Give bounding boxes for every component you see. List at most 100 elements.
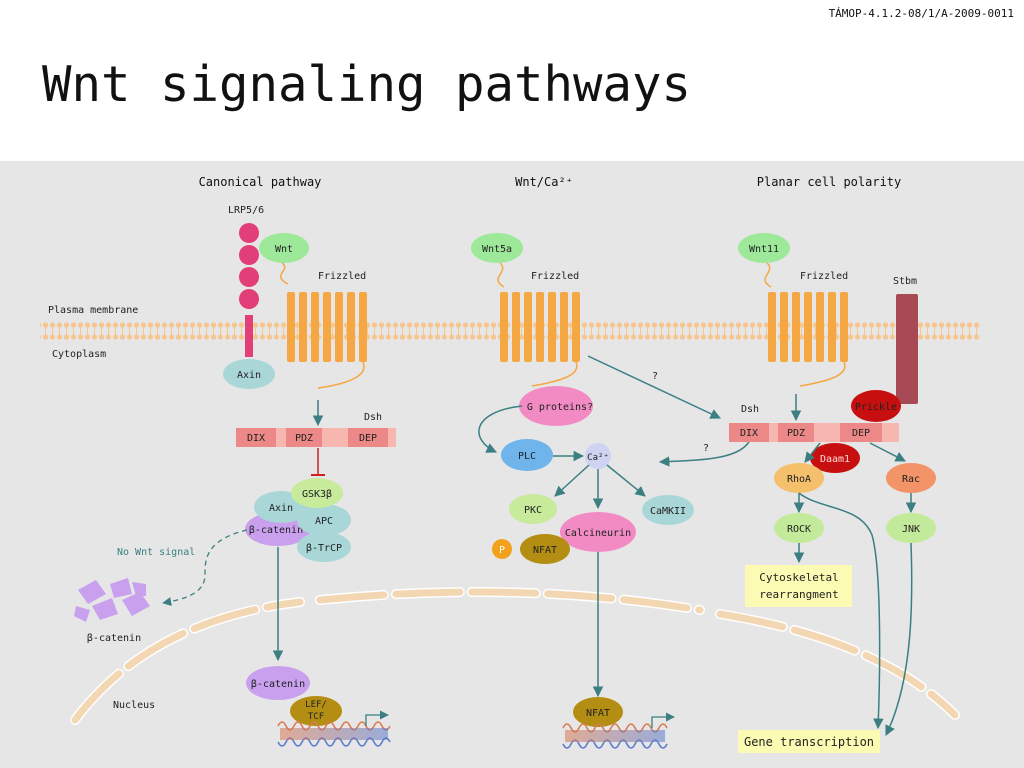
nfat-phosphorylated (520, 534, 570, 564)
frizzled-label-wntca: Frizzled (531, 271, 579, 282)
frizzled-receptor-wntca (500, 292, 580, 362)
lef-label: LEF/ (305, 700, 327, 710)
wnt5a-ligand (471, 233, 523, 263)
wnt-ligand (259, 233, 309, 263)
cytoskeletal-label-1: Cytoskeletal (759, 571, 838, 584)
gsk3b-protein (291, 478, 343, 508)
arrow-jnk-gene (885, 542, 913, 736)
daam1-protein (810, 443, 860, 473)
rac-label: Rac (902, 474, 920, 485)
arrow-gprotein-plc (478, 405, 523, 453)
phosphate-group (492, 539, 512, 559)
plc-label: PLC (518, 451, 536, 462)
heading-wnt-ca: Wnt/Ca²⁺ (515, 175, 573, 189)
rock-label: ROCK (787, 524, 811, 535)
arrow-dsh-rac (869, 442, 906, 462)
prickle-protein (851, 390, 901, 422)
btrcp-label: β-TrCP (306, 543, 342, 554)
dsh-protein-canonical (236, 428, 396, 447)
axin-complex-label: Axin (269, 503, 293, 514)
frizzled-label-pcp: Frizzled (800, 271, 848, 282)
nfat-label: NFAT (533, 545, 557, 556)
arrow-ca-pkc (554, 464, 590, 497)
daam1-label: Daam1 (820, 454, 850, 465)
phosphate-label: P (499, 545, 505, 556)
heading-canonical: Canonical pathway (199, 175, 322, 189)
prickle-label: Prickle (855, 402, 897, 413)
inhibition-dsh-gsk (311, 448, 325, 476)
plc-protein (501, 439, 553, 471)
camkii-label: CaMKII (650, 506, 686, 517)
pkc-label: PKC (524, 505, 542, 516)
dsh-label-canonical: Dsh (364, 412, 382, 423)
wnt11-label: Wnt11 (749, 244, 779, 255)
frizzled-receptor-pcp (768, 292, 848, 362)
degradation-arrow (162, 529, 248, 607)
arrow-rhoa-gene (798, 492, 884, 730)
pdz-label-canonical: PDZ (295, 433, 313, 444)
frizzled-label-canonical: Frizzled (318, 271, 366, 282)
dep-label-pcp: DEP (852, 428, 870, 439)
camkii-protein (642, 495, 694, 525)
axin-membrane-label: Axin (237, 370, 261, 381)
g-proteins-label: G proteins? (527, 402, 593, 413)
degraded-bcatenin-label: β-catenin (87, 633, 141, 644)
dsh-protein-pcp (729, 423, 899, 442)
question-mark-2: ? (703, 443, 709, 454)
calcineurin-protein (560, 512, 636, 552)
lef-tcf (290, 696, 342, 726)
cytoskeletal-box (745, 565, 852, 607)
cytoplasm-label: Cytoplasm (52, 349, 106, 360)
plasma-membrane (40, 322, 980, 342)
bcatenin-nuclear (246, 666, 310, 700)
nucleus-label: Nucleus (113, 700, 155, 711)
nfat-nuclear-label: NFAT (586, 708, 610, 719)
lrp-receptor (239, 223, 259, 357)
btrcp-protein (297, 532, 351, 562)
g-proteins (519, 386, 593, 426)
wnt11-ligand (738, 233, 790, 263)
arrow-dsh-to-ca (658, 439, 751, 467)
gene-transcription-label: Gene transcription (744, 735, 874, 749)
wnt-label: Wnt (275, 244, 293, 255)
dix-label-canonical: DIX (247, 433, 265, 444)
rhoa-protein (774, 463, 824, 493)
project-code: TÁMOP-4.1.2-08/1/A-2009-0011 (828, 7, 1014, 20)
pdz-label-pcp: PDZ (787, 428, 805, 439)
stbm-label: Stbm (893, 276, 917, 287)
nfat-nuclear (573, 697, 623, 727)
dix-label-pcp: DIX (740, 428, 758, 439)
stbm-protein (896, 294, 918, 404)
lrp-label: LRP5/6 (228, 205, 264, 216)
nuclear-envelope (70, 587, 960, 725)
arrow-ca-camkii (606, 464, 646, 497)
rock-protein (774, 513, 824, 543)
axin-membrane (223, 359, 275, 389)
cytoskeletal-label-2: rearrangment (759, 588, 838, 601)
gene-transcription-box (738, 730, 880, 753)
calcineurin-label: Calcineurin (565, 528, 631, 539)
arrow-frizzled-to-pcp-dsh (587, 355, 721, 419)
dsh-label-pcp: Dsh (741, 404, 759, 415)
jnk-label: JNK (902, 524, 920, 535)
pkc-protein (509, 494, 557, 524)
plasma-membrane-label: Plasma membrane (48, 305, 138, 316)
no-wnt-signal-label: No Wnt signal (117, 547, 195, 558)
gsk3b-label: GSK3β (302, 489, 332, 500)
jnk-protein (886, 513, 936, 543)
bcatenin-nuclear-label: β-catenin (251, 679, 305, 690)
slide-title: Wnt signaling pathways (42, 56, 692, 113)
apc-label: APC (315, 516, 333, 527)
degraded-bcatenin (74, 578, 150, 622)
dna-canonical (277, 710, 391, 747)
question-mark-1: ? (652, 371, 658, 382)
rac-protein (886, 463, 936, 493)
dep-label-canonical: DEP (359, 433, 377, 444)
tcf-label: TCF (308, 712, 324, 722)
rhoa-label: RhoA (787, 474, 811, 485)
heading-pcp: Planar cell polarity (757, 175, 902, 189)
bcatenin-complex-label: β-catenin (249, 525, 303, 536)
dna-wntca (562, 712, 675, 749)
frizzled-receptor-canonical (287, 292, 367, 362)
